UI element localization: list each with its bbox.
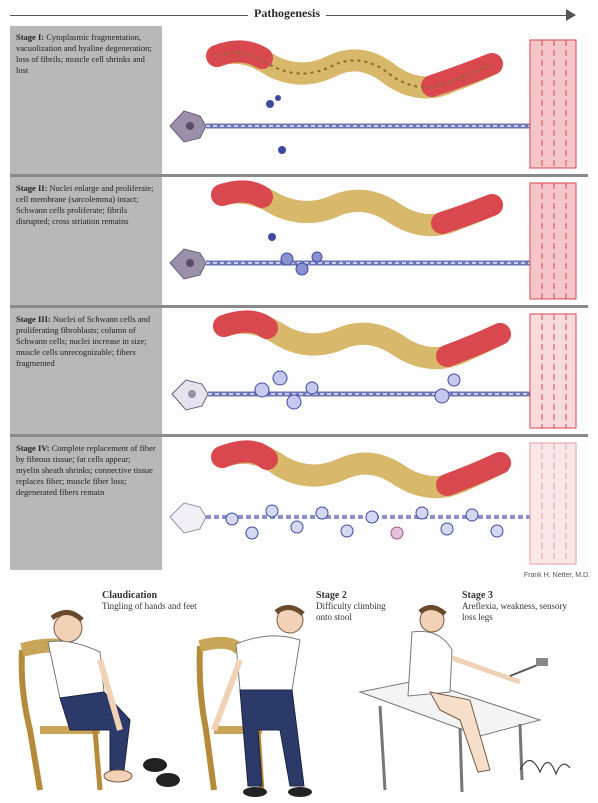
page-title: Pathogenesis bbox=[248, 6, 326, 21]
stage-panel-2: Stage II: Nuclei enlarge and proliferate… bbox=[10, 177, 588, 305]
nerve-fiber-icon bbox=[206, 95, 530, 154]
blood-vessel-icon bbox=[217, 51, 492, 87]
neuron-cell-body-icon bbox=[170, 111, 206, 142]
muscle-fiber-icon bbox=[530, 314, 576, 428]
stage-label-box: Stage I: Cytoplasmic fragmentation, vacu… bbox=[10, 26, 162, 174]
stage-panel-1: Stage I: Cytoplasmic fragmentation, vacu… bbox=[10, 26, 588, 174]
stage-heading: Stage III: bbox=[16, 314, 51, 324]
stage-label-box: Stage IV: Complete replacement of fiber … bbox=[10, 437, 162, 570]
stage-label-box: Stage II: Nuclei enlarge and proliferate… bbox=[10, 177, 162, 305]
blood-vessel-icon bbox=[224, 321, 500, 358]
nerve-fiber-icon bbox=[206, 233, 530, 275]
patient-figure-icon bbox=[408, 607, 548, 772]
stage-figure bbox=[162, 26, 588, 174]
muscle-fiber-icon bbox=[530, 443, 576, 564]
stage-panel-3: Stage III: Nuclei of Schwann cells and p… bbox=[10, 308, 588, 434]
neuron-cell-body-icon bbox=[172, 380, 208, 410]
patient-figure-icon bbox=[48, 612, 180, 787]
muscle-fiber-icon bbox=[530, 183, 576, 299]
neuron-cell-body-icon bbox=[170, 249, 206, 279]
arrow-head-icon bbox=[566, 9, 576, 21]
shoes-icon bbox=[143, 758, 180, 787]
stage-heading: Stage IV: bbox=[16, 443, 49, 453]
reflex-hammer-icon bbox=[510, 658, 548, 676]
nerve-fiber-icon bbox=[208, 371, 530, 409]
muscle-fiber-icon bbox=[530, 40, 576, 168]
stage-label-box: Stage III: Nuclei of Schwann cells and p… bbox=[10, 308, 162, 434]
stage-panel-4: Stage IV: Complete replacement of fiber … bbox=[10, 437, 588, 570]
stage-heading: Stage I: bbox=[16, 32, 44, 42]
neuron-cell-body-icon bbox=[170, 503, 206, 533]
patient-figure-icon bbox=[214, 607, 312, 797]
artist-signature-icon bbox=[520, 760, 570, 774]
blood-vessel-icon bbox=[222, 451, 500, 487]
stage-figure bbox=[162, 308, 588, 434]
title-bar: Pathogenesis bbox=[10, 6, 590, 24]
blood-vessel-icon bbox=[222, 191, 492, 225]
stage-figure bbox=[162, 177, 588, 305]
stage-heading: Stage II: bbox=[16, 183, 47, 193]
stage-figure bbox=[162, 437, 588, 570]
nerve-fiber-icon bbox=[206, 505, 530, 539]
artist-credit: Frank H. Netter, M.D. bbox=[430, 572, 590, 579]
patient-scene: Claudication Tingling of hands and feet … bbox=[0, 580, 598, 803]
